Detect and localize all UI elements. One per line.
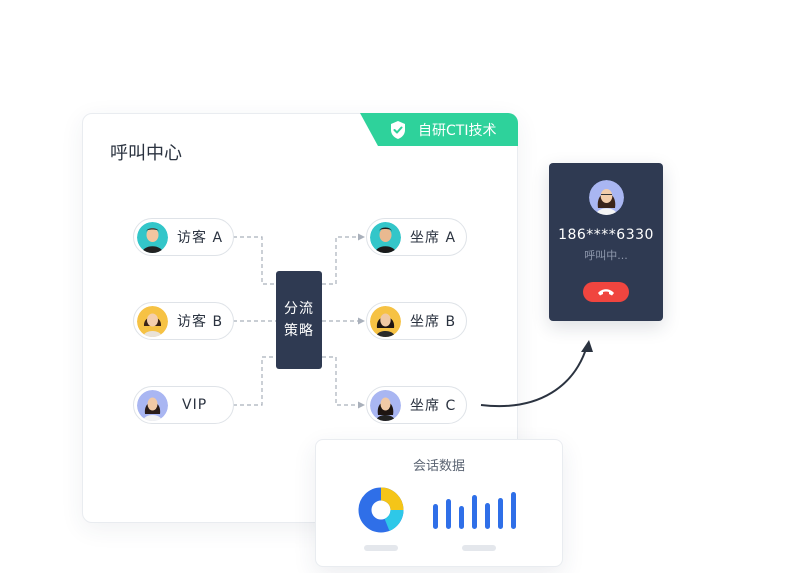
avatar bbox=[137, 305, 168, 337]
bar-chart-icon bbox=[433, 492, 516, 529]
call-arrow bbox=[480, 345, 588, 408]
agent-label: 坐席 A bbox=[410, 230, 457, 246]
visitor-label: VIP bbox=[182, 397, 208, 413]
badge-label: 自研CTI技术 bbox=[418, 122, 497, 139]
avatar bbox=[370, 389, 401, 421]
visitor-label: 访客 A bbox=[177, 230, 224, 246]
stat-label-placeholder bbox=[462, 545, 496, 551]
phone-number: 186****6330 bbox=[558, 227, 654, 243]
caller-avatar bbox=[588, 180, 624, 215]
vip-pill[interactable]: VIP bbox=[133, 386, 234, 424]
strategy-line-2: 策略 bbox=[284, 323, 314, 339]
donut-chart-icon bbox=[358, 487, 404, 533]
agent-a-pill[interactable]: 坐席 A bbox=[366, 218, 467, 256]
visitor-a-pill[interactable]: 访客 A bbox=[133, 218, 234, 256]
agent-c-pill[interactable]: 坐席 C bbox=[366, 386, 467, 424]
avatar bbox=[137, 221, 168, 253]
strategy-line-1: 分流 bbox=[284, 301, 314, 317]
agent-b-pill[interactable]: 坐席 B bbox=[366, 302, 467, 340]
avatar bbox=[137, 389, 168, 421]
page-title: 呼叫中心 bbox=[110, 143, 182, 164]
stat-label-placeholder bbox=[364, 545, 398, 551]
shield-check-icon bbox=[391, 120, 405, 139]
session-stats-card: 会话数据 bbox=[315, 439, 563, 567]
call-status: 呼叫中... bbox=[584, 249, 628, 262]
cti-badge: 自研CTI技术 bbox=[360, 113, 518, 146]
phone-hangup-icon bbox=[598, 289, 614, 296]
agent-label: 坐席 C bbox=[410, 398, 457, 414]
routing-strategy-box: 分流 策略 bbox=[276, 271, 322, 369]
hangup-button[interactable] bbox=[583, 282, 629, 302]
visitor-label: 访客 B bbox=[177, 314, 224, 330]
stats-title: 会话数据 bbox=[412, 459, 465, 474]
avatar bbox=[370, 305, 401, 337]
avatar bbox=[370, 221, 401, 253]
agent-label: 坐席 B bbox=[410, 314, 457, 330]
incoming-call-card: 186****6330 呼叫中... bbox=[549, 163, 663, 321]
visitor-b-pill[interactable]: 访客 B bbox=[133, 302, 234, 340]
